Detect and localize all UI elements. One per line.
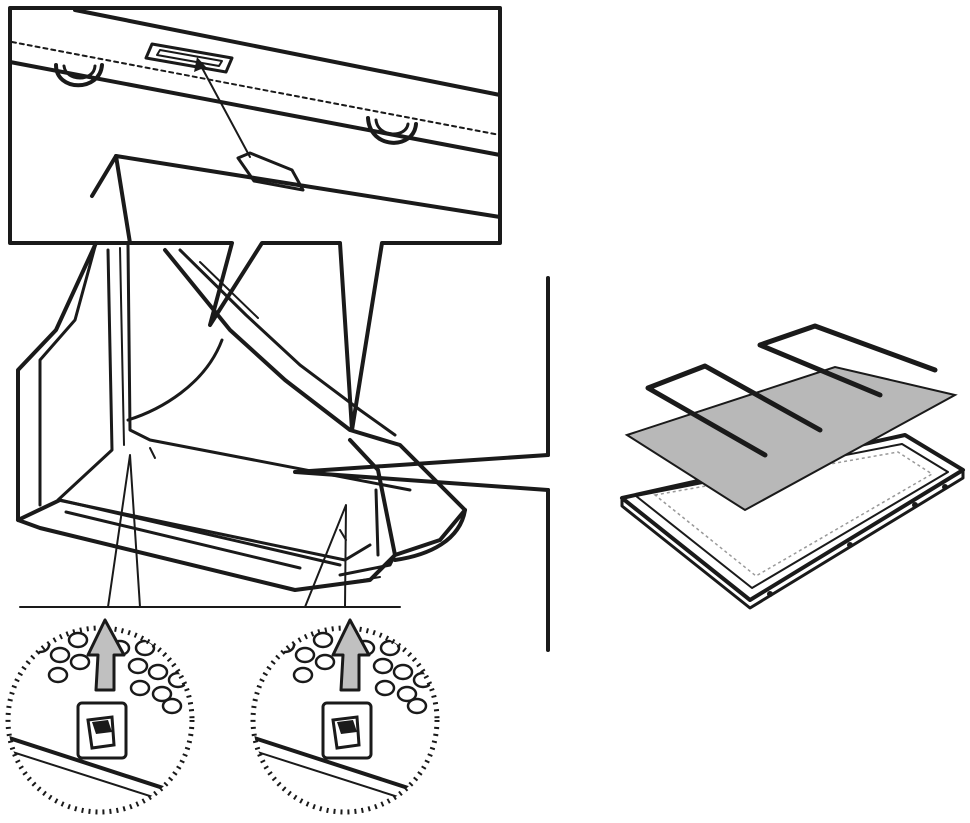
wire-retainer-left [645,363,823,458]
top-detail-callout [8,6,502,432]
tab-slot-icon [144,42,234,74]
filter-media-panel [624,365,958,512]
left-latch-detail [5,618,195,815]
right-hook-icon [366,116,418,145]
exploded-view-pointer [293,276,550,652]
latch-callout-leaders [19,454,401,608]
wire-retainer-right [757,323,938,398]
filter-assembly-exploded [620,323,965,610]
latch-icon [321,701,373,760]
range-hood-body [16,241,467,592]
up-arrow-icon [331,618,371,692]
up-arrow-icon [86,618,126,692]
right-latch-detail [250,618,440,815]
latch-icon [76,701,128,760]
left-hook-icon [54,63,104,88]
